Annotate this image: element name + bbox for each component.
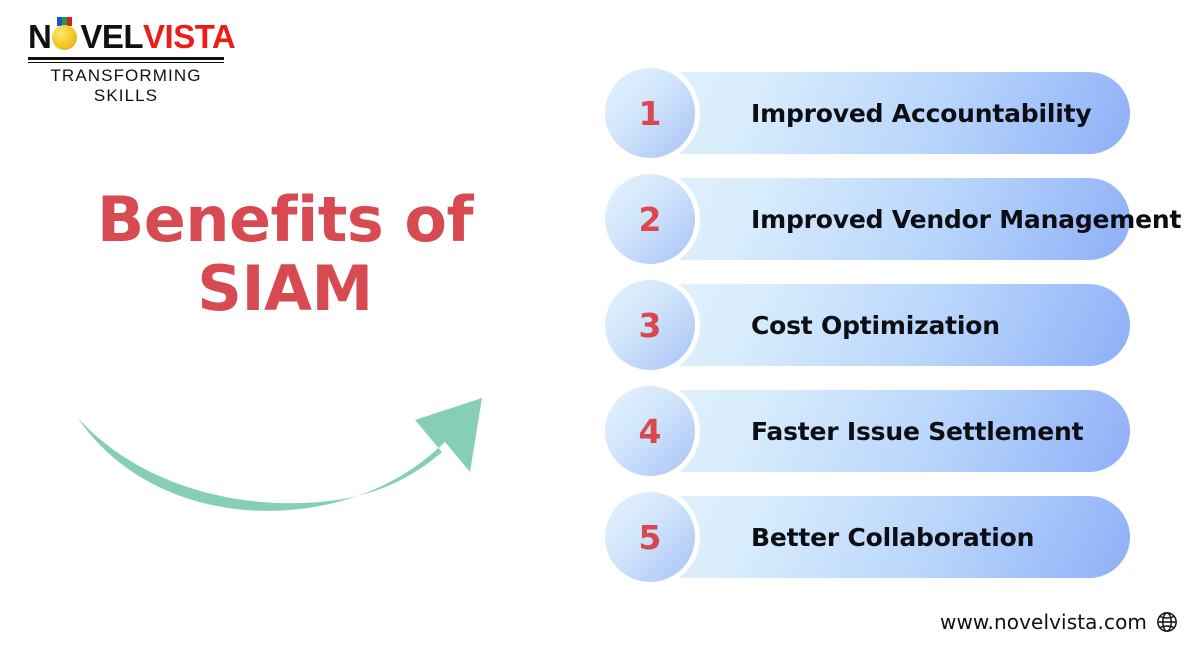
- benefit-number-2: 2: [638, 199, 662, 239]
- globe-icon: [1156, 611, 1178, 633]
- benefit-label-4: Faster Issue Settlement: [751, 416, 1084, 446]
- benefit-pill-1[interactable]: Improved Accountability: [643, 72, 1130, 154]
- page-title: Benefits of SIAM: [55, 185, 515, 324]
- benefit-badge-5: 5: [605, 492, 695, 582]
- logo-text-vista: VISTA: [143, 17, 236, 55]
- logo-wordmark: N VEL VISTA: [28, 16, 258, 55]
- logo-divider-thin: [28, 62, 224, 63]
- benefit-label-1: Improved Accountability: [751, 98, 1092, 128]
- website-url[interactable]: www.novelvista.com: [940, 610, 1147, 634]
- page-title-line-2: SIAM: [197, 252, 373, 326]
- logo-divider-thick: [28, 57, 224, 60]
- benefit-number-5: 5: [638, 517, 662, 557]
- benefit-badge-3: 3: [605, 280, 695, 370]
- benefit-number-4: 4: [638, 411, 662, 451]
- footer: www.novelvista.com: [940, 610, 1178, 634]
- benefit-pill-3[interactable]: Cost Optimization: [643, 284, 1130, 366]
- logo-text-vel: VEL: [80, 17, 144, 55]
- benefit-row-5[interactable]: Better Collaboration 5: [605, 492, 1130, 582]
- benefit-row-4[interactable]: Faster Issue Settlement 4: [605, 386, 1130, 476]
- benefit-row-2[interactable]: Improved Vendor Management 2: [605, 174, 1181, 264]
- benefit-label-5: Better Collaboration: [751, 522, 1035, 552]
- benefit-pill-5[interactable]: Better Collaboration: [643, 496, 1130, 578]
- benefit-badge-1: 1: [605, 68, 695, 158]
- benefit-label-3: Cost Optimization: [751, 310, 1000, 340]
- curved-arrow-icon: [70, 380, 490, 520]
- benefit-pill-2[interactable]: Improved Vendor Management: [643, 178, 1181, 260]
- page-title-line-1: Benefits of: [97, 183, 473, 256]
- benefit-badge-4: 4: [605, 386, 695, 476]
- benefit-pill-4[interactable]: Faster Issue Settlement: [643, 390, 1130, 472]
- benefits-list: Improved Accountability 1 Improved Vendo…: [605, 68, 1181, 582]
- logo-tagline: TRANSFORMING SKILLS: [50, 66, 202, 105]
- brand-logo: N VEL VISTA TRANSFORMING SKILLS: [28, 16, 258, 106]
- medal-icon: [52, 16, 79, 50]
- benefit-number-3: 3: [638, 305, 662, 345]
- benefit-badge-2: 2: [605, 174, 695, 264]
- benefit-label-2: Improved Vendor Management: [751, 204, 1182, 234]
- logo-text-n: N: [28, 17, 52, 55]
- benefit-number-1: 1: [638, 93, 662, 133]
- benefit-row-3[interactable]: Cost Optimization 3: [605, 280, 1130, 370]
- benefit-row-1[interactable]: Improved Accountability 1: [605, 68, 1130, 158]
